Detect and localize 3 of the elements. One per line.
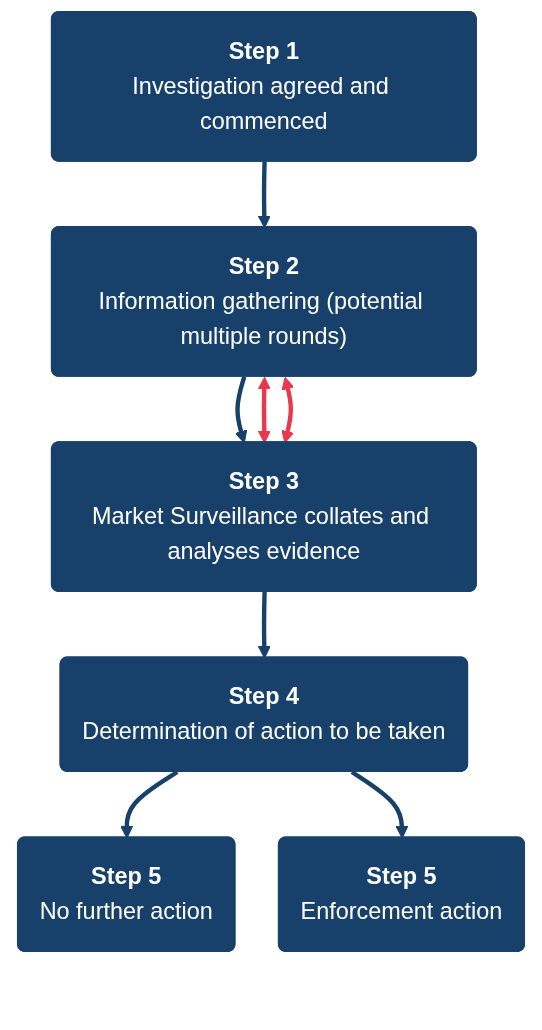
- arrow: [350, 770, 409, 839]
- arrow: [257, 591, 271, 659]
- arrow: [120, 770, 179, 839]
